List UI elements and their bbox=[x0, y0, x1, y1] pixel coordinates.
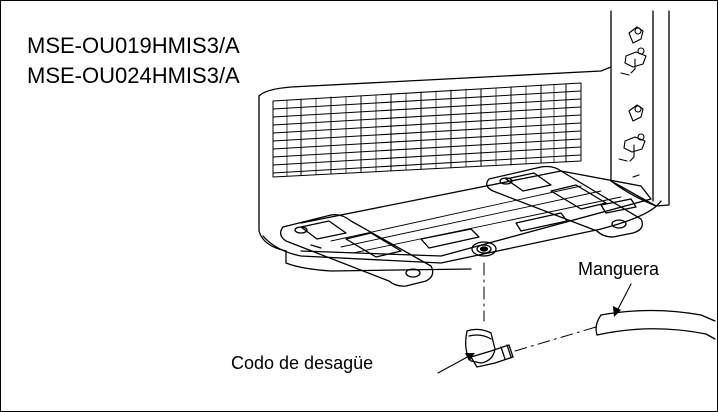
hose-label: Manguera bbox=[578, 259, 660, 279]
hose-leader-arrow bbox=[613, 306, 621, 317]
drain-elbow-label: Codo de desagüe bbox=[231, 353, 374, 373]
model-label-2: MSE-OU024HMIS3/A bbox=[27, 63, 240, 88]
unit-body bbox=[258, 10, 670, 252]
drain-hole bbox=[471, 241, 497, 257]
elbow-leader-arrow bbox=[465, 353, 475, 361]
condenser-grille bbox=[272, 82, 582, 178]
elbow-leader-line bbox=[437, 354, 472, 374]
hose-leader-line bbox=[615, 283, 632, 314]
mounting-foot-right bbox=[486, 165, 644, 238]
model-label-1: MSE-OU019HMIS3/A bbox=[27, 33, 240, 58]
base-pan bbox=[262, 170, 662, 272]
drain-hose bbox=[514, 309, 716, 352]
mounting-foot-left bbox=[279, 213, 434, 287]
service-valves bbox=[618, 26, 647, 178]
drain-elbow bbox=[465, 328, 514, 368]
